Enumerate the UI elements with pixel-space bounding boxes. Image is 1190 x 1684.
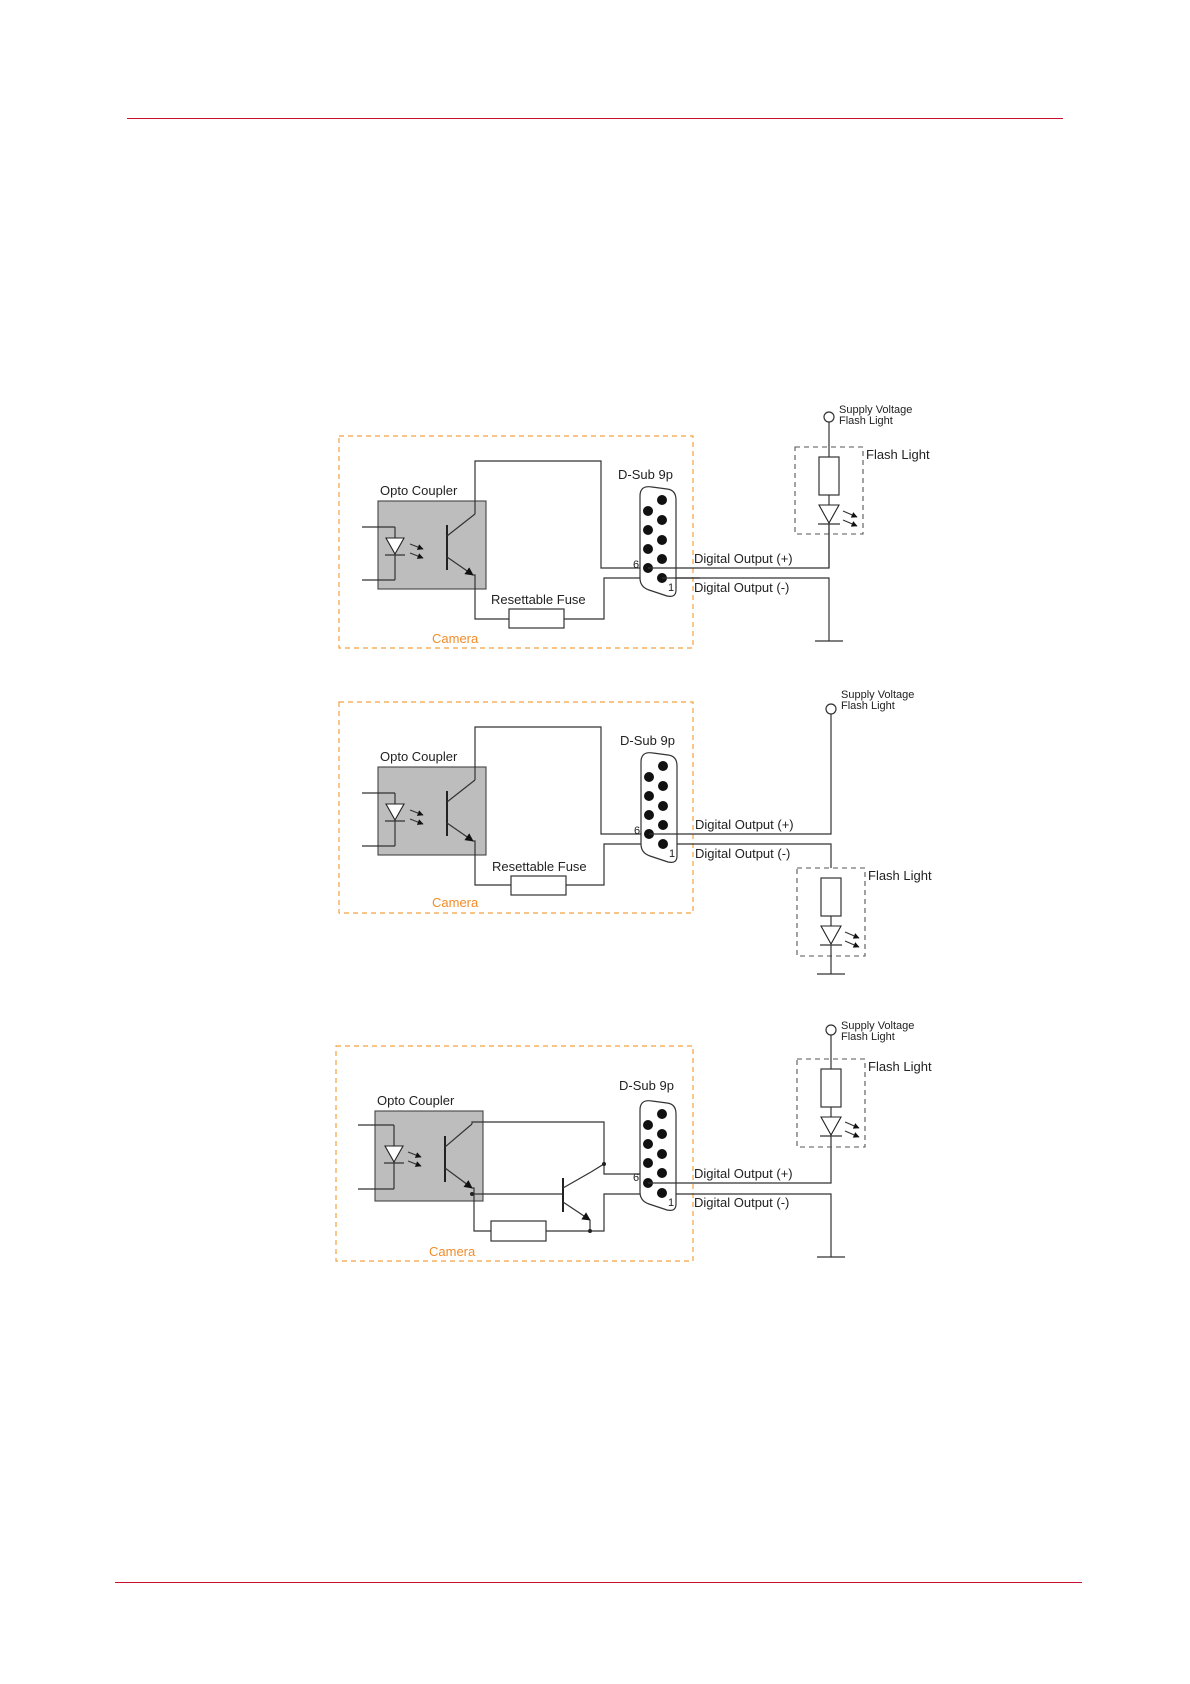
digital-output-plus-label: Digital Output (+) — [695, 817, 794, 832]
flash-led-icon — [820, 1116, 842, 1137]
supply-flash-label: Flash Light — [839, 415, 893, 427]
led-icon — [384, 1145, 404, 1164]
supply-voltage-label: Supply Voltage — [841, 689, 914, 701]
supply-flash-label: Flash Light — [841, 1031, 895, 1043]
supply-voltage-label: Supply Voltage — [841, 1020, 914, 1032]
fuse-label: Resettable Fuse — [491, 592, 586, 607]
flash-resistor — [820, 1068, 842, 1108]
flash-light-label: Flash Light — [868, 868, 932, 883]
digital-output-plus-label: Digital Output (+) — [694, 1166, 793, 1181]
digital-output-plus-label: Digital Output (+) — [694, 551, 793, 566]
pin-6-label: 6 — [634, 825, 640, 837]
led-icon — [385, 803, 405, 822]
camera-label: Camera — [432, 631, 479, 646]
flash-led-icon — [820, 925, 842, 946]
supply-terminal — [825, 703, 837, 715]
dsub-label: D-Sub 9p — [620, 733, 675, 748]
digital-output-minus-label: Digital Output (-) — [694, 1195, 789, 1210]
fuse-label: Resettable Fuse — [492, 859, 587, 874]
pin-1-label: 1 — [668, 582, 674, 594]
base-resistor — [490, 1220, 547, 1242]
flash-resistor — [818, 456, 840, 496]
camera-label: Camera — [429, 1244, 476, 1259]
flash-light-label: Flash Light — [868, 1059, 932, 1074]
resettable-fuse — [508, 608, 565, 629]
opto-coupler-label: Opto Coupler — [380, 483, 458, 498]
pin-1-label: 1 — [668, 1197, 674, 1209]
supply-terminal — [823, 411, 835, 423]
supply-terminal — [825, 1024, 837, 1036]
resettable-fuse — [510, 875, 567, 896]
pin-6-label: 6 — [633, 1172, 639, 1184]
wiring-diagram-3: Camera Opto Coupler D-Sub 9p 6 1 Digital… — [335, 1020, 932, 1262]
pin-6-label: 6 — [633, 559, 639, 571]
wiring-diagram-1: Camera Opto Coupler Resettable Fuse D-Su… — [338, 404, 930, 649]
dsub-label: D-Sub 9p — [619, 1078, 674, 1093]
camera-boundary — [338, 701, 694, 914]
camera-boundary — [335, 1045, 694, 1262]
supply-voltage-label: Supply Voltage — [839, 404, 912, 416]
wiring-diagram-2: Camera Opto Coupler Resettable Fuse D-Su… — [338, 689, 932, 975]
flash-resistor — [820, 877, 842, 917]
camera-boundary — [338, 435, 694, 649]
flash-led-icon — [818, 504, 840, 525]
flash-light-box — [796, 1058, 866, 1148]
digital-output-minus-label: Digital Output (-) — [694, 580, 789, 595]
digital-output-minus-label: Digital Output (-) — [695, 846, 790, 861]
opto-coupler-label: Opto Coupler — [380, 749, 458, 764]
led-icon — [385, 537, 405, 556]
camera-label: Camera — [432, 895, 479, 910]
supply-flash-label: Flash Light — [841, 700, 895, 712]
flash-light-label: Flash Light — [866, 447, 930, 462]
footer-rule — [115, 1582, 1082, 1583]
header-rule — [127, 118, 1063, 119]
dsub-label: D-Sub 9p — [618, 467, 673, 482]
pin-1-label: 1 — [669, 848, 675, 860]
opto-coupler-label: Opto Coupler — [377, 1093, 455, 1108]
